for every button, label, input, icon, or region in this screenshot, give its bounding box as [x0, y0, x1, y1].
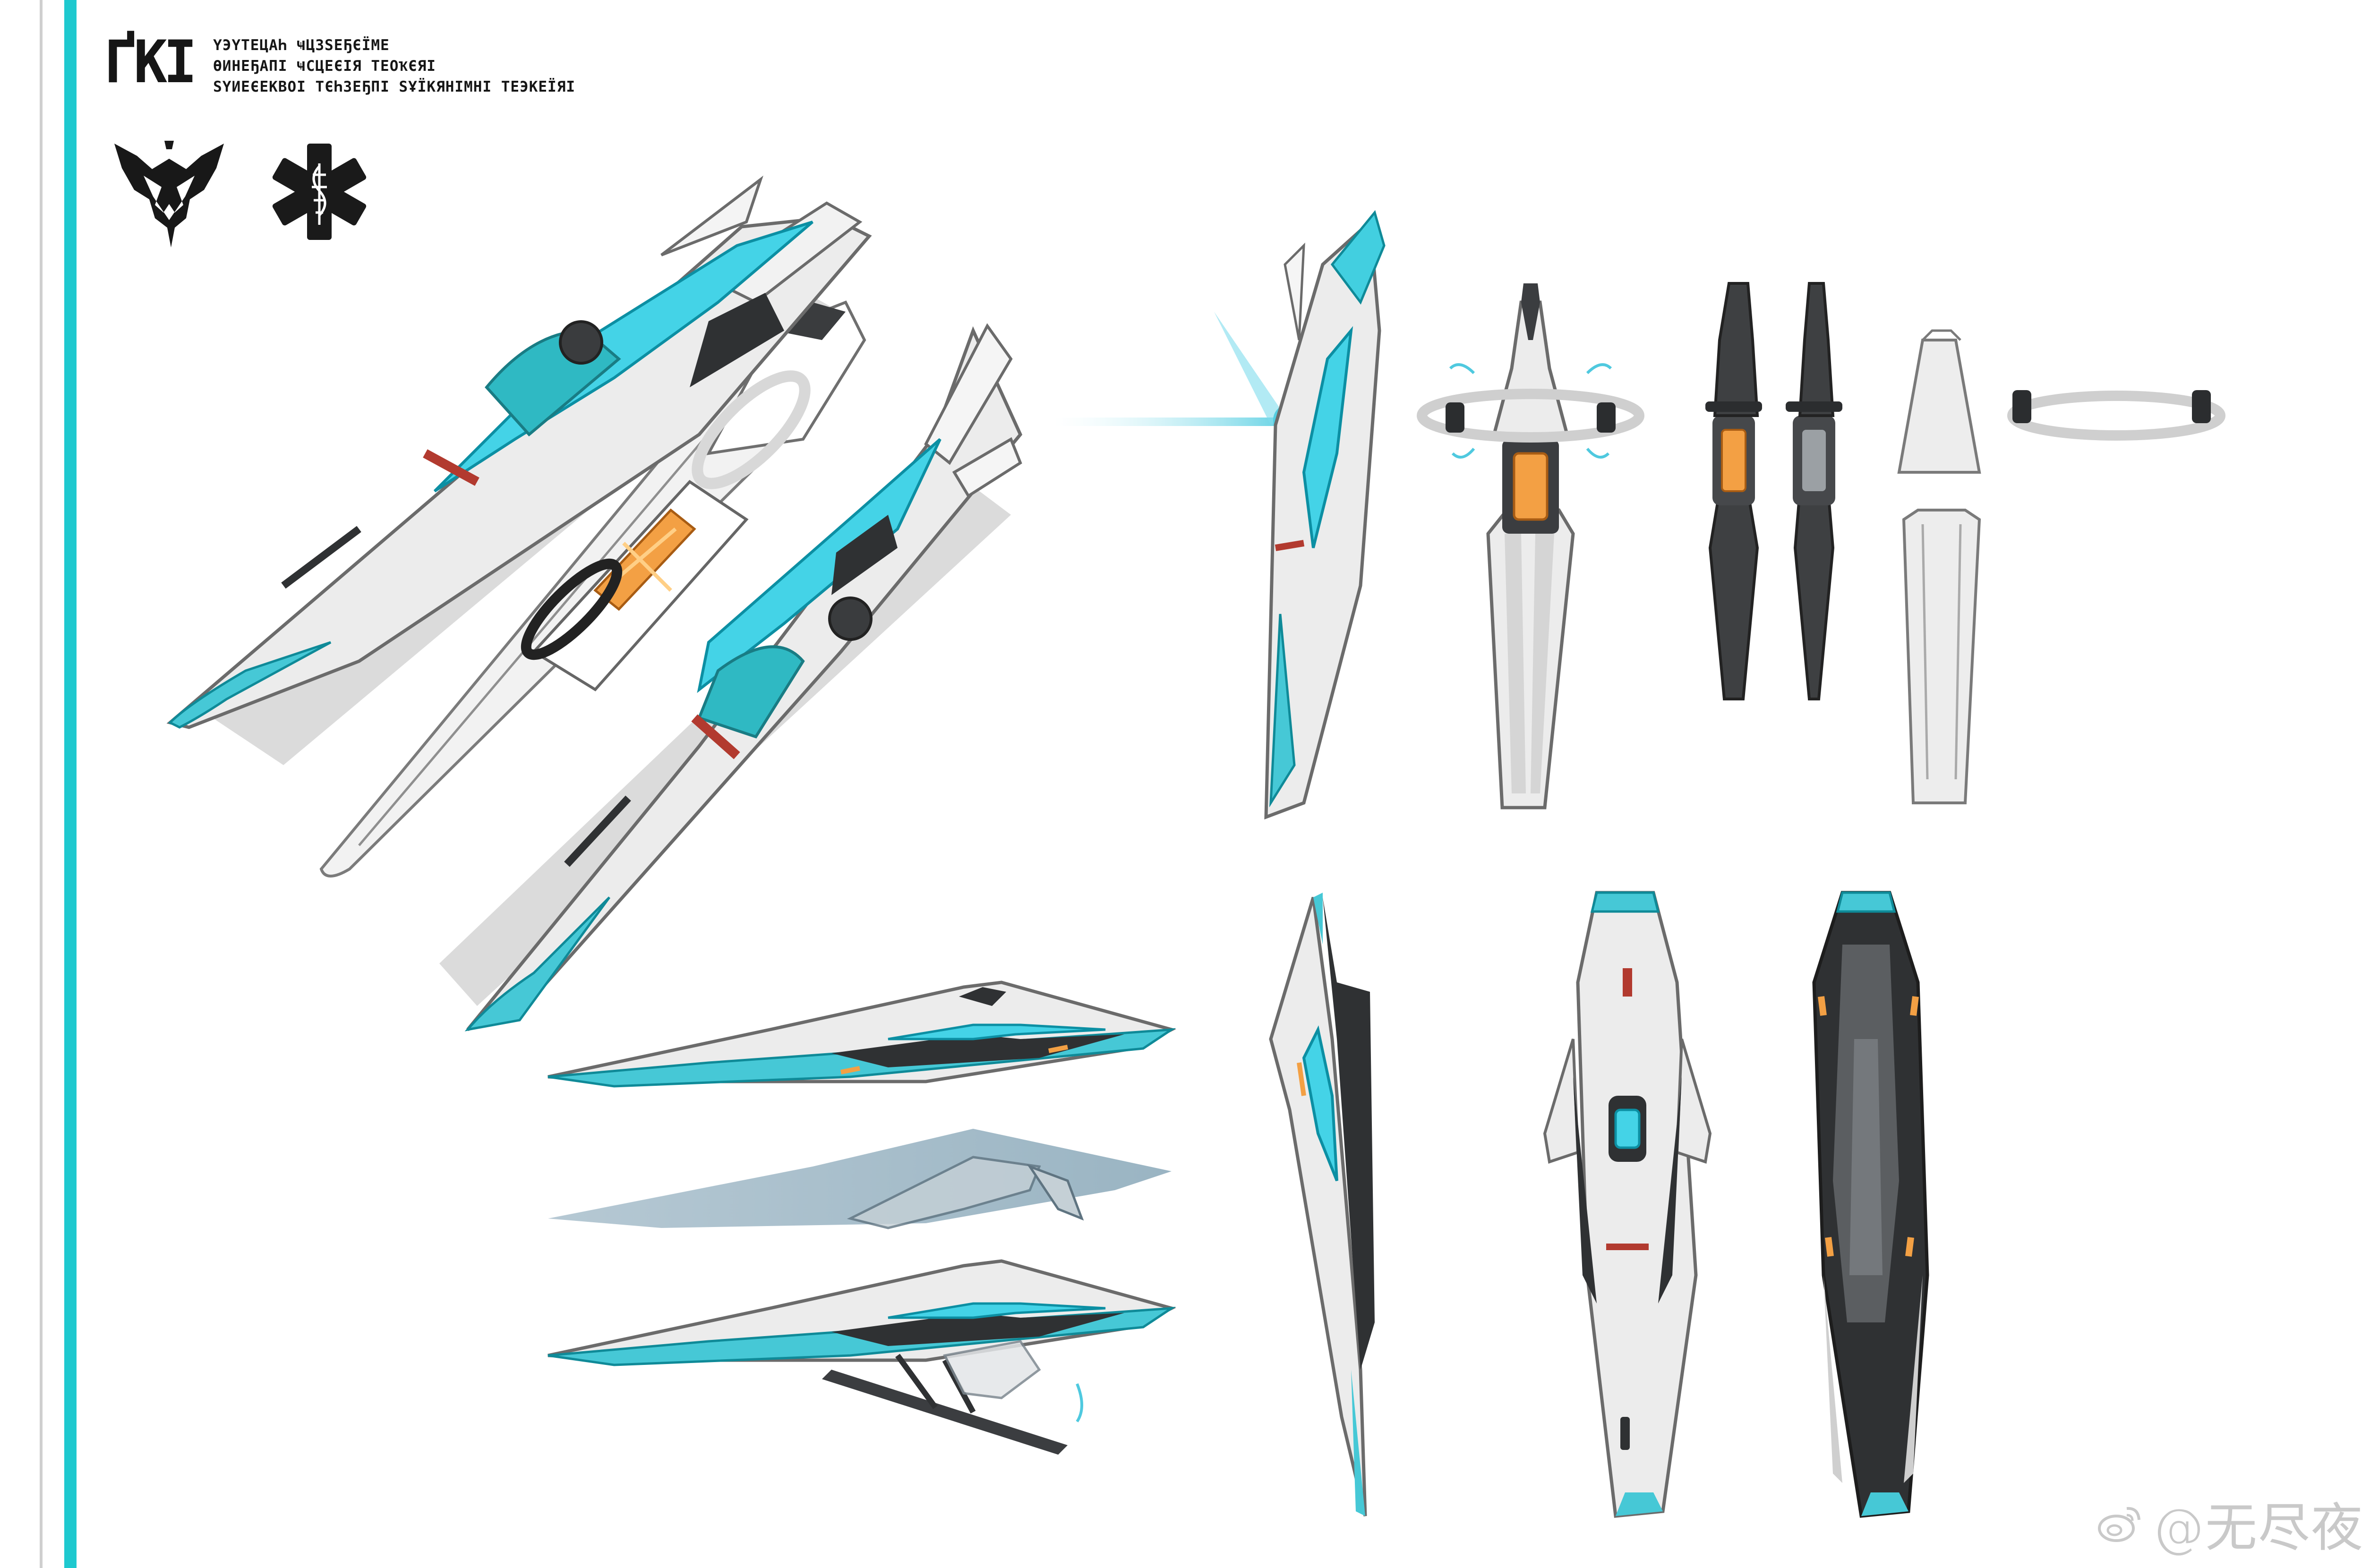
- accent-bar-left: [64, 0, 77, 1568]
- barrel-parts: [1705, 282, 1842, 700]
- frame-parts: [1897, 329, 2225, 804]
- side-profile-top: [548, 980, 1176, 1088]
- faction-emblem: [114, 141, 224, 247]
- side-profile-ghost: [548, 1129, 1172, 1229]
- exploded-front-view: [1417, 283, 1644, 810]
- header-line-3: ЅҮИЕЄЕКВОІ ТЄҺЗЕҔПІ ЅҰЇКЯНІМНІ ТЕЭКЕЇЯІ: [213, 78, 576, 95]
- weibo-icon: [2098, 1507, 2140, 1542]
- watermark: @无尽夜行: [2097, 1492, 2362, 1558]
- bottom-view: [1812, 891, 1929, 1518]
- side-profile-mounted: [548, 1259, 1176, 1455]
- header-block: ҐКI ҮЭҮТЕЦАҺ ҸЦЗЅЕҔЄЇМЕ ѲИНЕҔАПІ ҸСЦЕЄІЯ…: [104, 27, 575, 96]
- front-three-quarter-view: [1264, 210, 1386, 820]
- perspective-view: [166, 175, 1023, 1031]
- frame-left-line: [40, 0, 43, 1568]
- top-view: [1543, 891, 1712, 1518]
- star-of-life-icon: [272, 144, 367, 240]
- top-side-view: [1269, 893, 1375, 1517]
- header-mark: ҐКI: [104, 27, 197, 96]
- watermark-text: @无尽夜行: [2152, 1498, 2362, 1558]
- header-lines: ҮЭҮТЕЦАҺ ҸЦЗЅЕҔЄЇМЕ ѲИНЕҔАПІ ҸСЦЕЄІЯ ТЕО…: [213, 34, 575, 96]
- muzzle-beam: [1053, 312, 1306, 437]
- header-line-1: ҮЭҮТЕЦАҺ ҸЦЗЅЕҔЄЇМЕ: [213, 37, 390, 54]
- header-line-2: ѲИНЕҔАПІ ҸСЦЕЄІЯ ТЕОҠЄЯІ: [213, 58, 436, 75]
